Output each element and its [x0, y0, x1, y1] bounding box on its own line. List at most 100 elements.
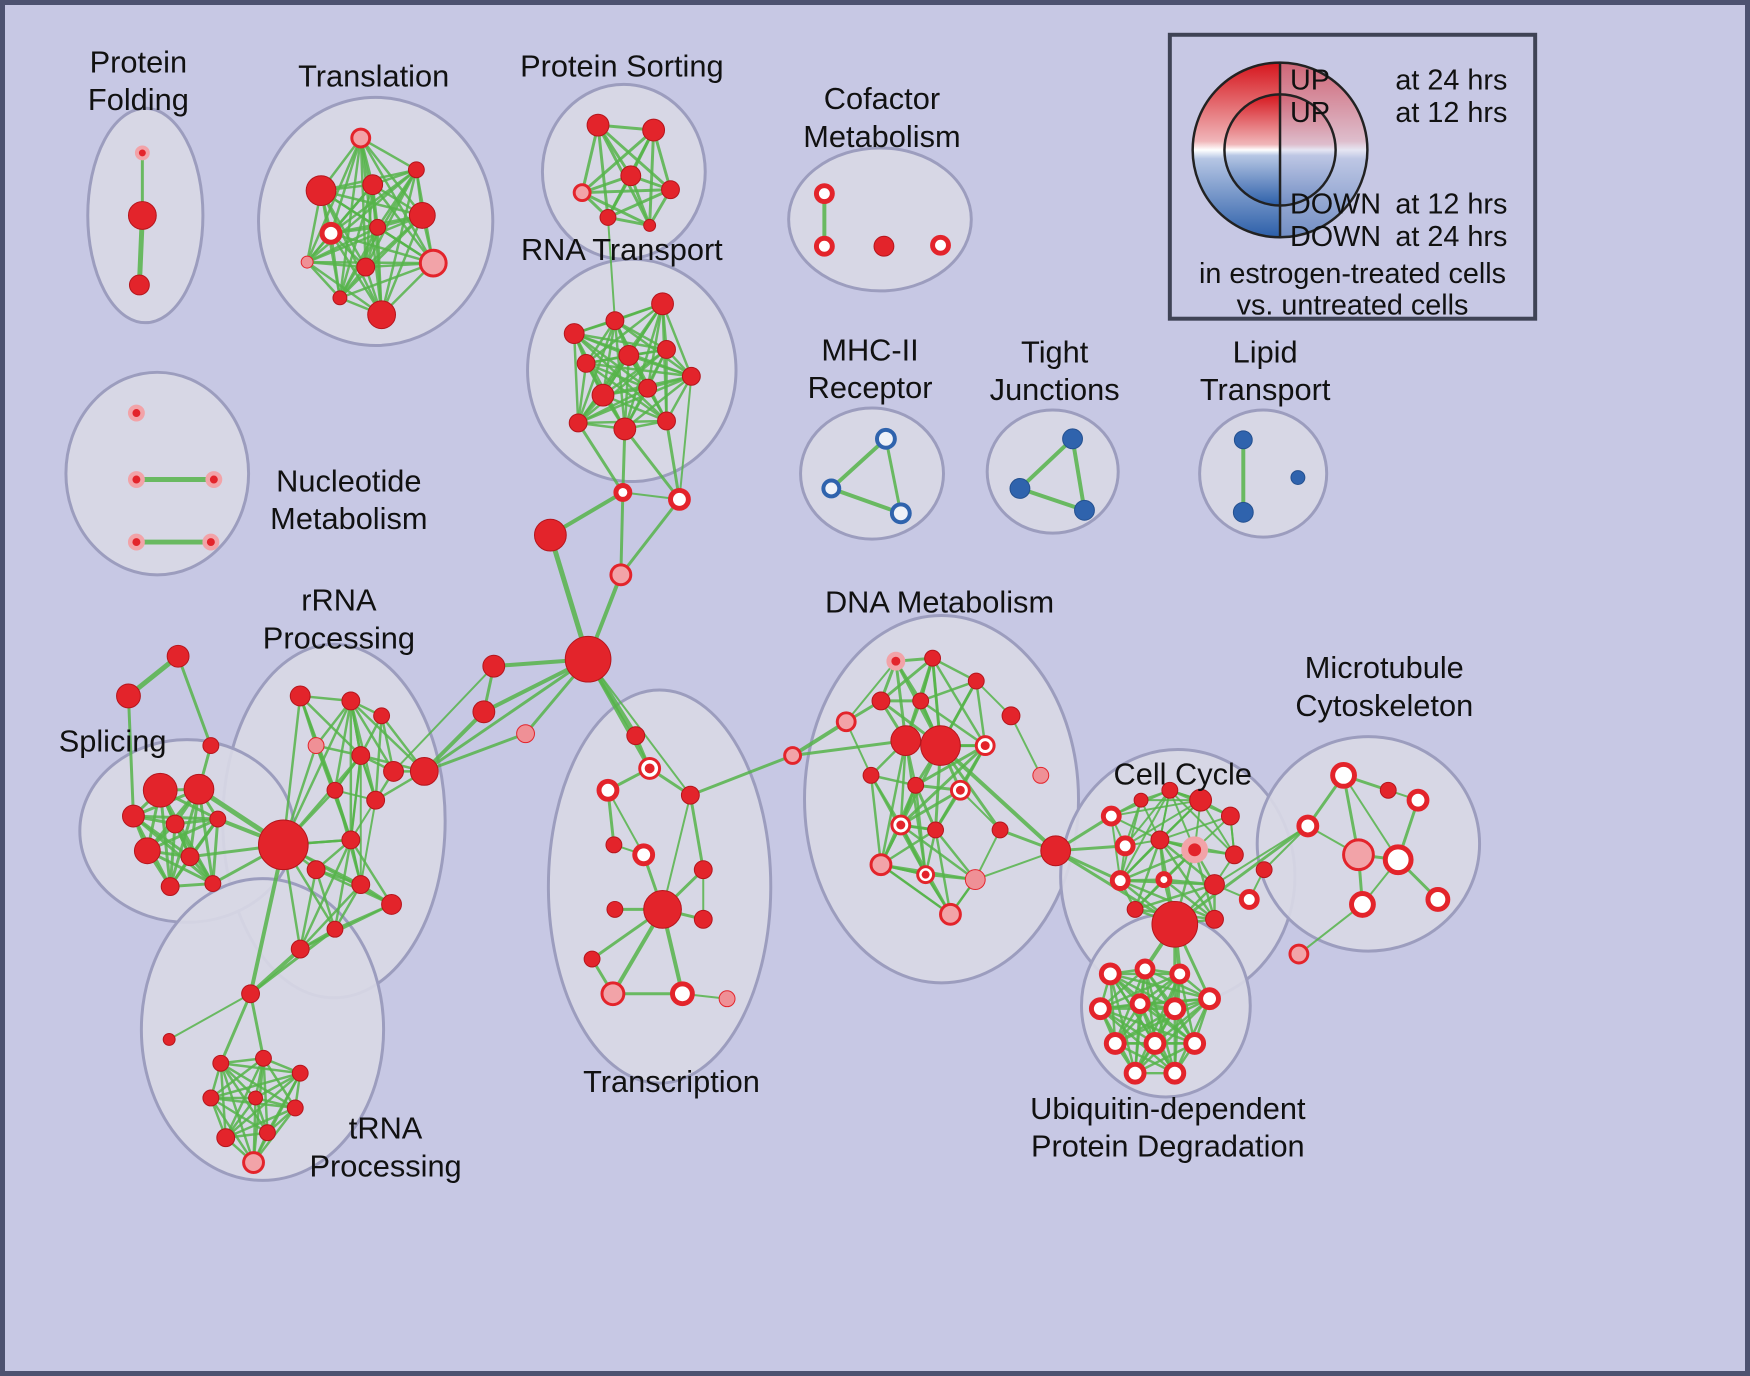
node-sp5	[183, 773, 215, 805]
node-rr11	[351, 875, 371, 894]
node-nm1-core	[132, 409, 141, 417]
edge-ub7-ub8	[1114, 997, 1211, 1045]
edge-ps3-ps5	[580, 188, 672, 195]
node-lp2	[1232, 501, 1254, 523]
node-rr1	[289, 685, 311, 707]
node-sp10	[180, 847, 200, 867]
node-tn11	[242, 1151, 265, 1174]
cluster-trna-processing	[139, 877, 386, 1182]
node-dm7	[1001, 706, 1021, 726]
node-rr10	[306, 860, 326, 880]
node-mc4	[1296, 814, 1320, 838]
node-dm21	[939, 902, 962, 926]
node-lp1	[1233, 430, 1253, 450]
node-tc6	[632, 843, 656, 867]
node-ub6	[1163, 997, 1187, 1021]
node-rt5	[618, 345, 640, 366]
edge-ps2-ps3	[580, 128, 656, 195]
edge-tr1-tr4	[359, 136, 418, 172]
edge-tc4-bg1	[688, 754, 795, 797]
edge-cc8-cc10	[1118, 848, 1196, 882]
edge-cchub-mc4	[1173, 824, 1310, 926]
edge-tr5-tr10	[329, 232, 435, 265]
node-ub8	[1103, 1031, 1127, 1055]
node-rr13	[326, 920, 344, 938]
edge-tr6-tr11	[376, 226, 383, 316]
edge-tr7-tr8	[305, 214, 424, 264]
node-tc14	[718, 990, 736, 1008]
node-rt12	[657, 411, 676, 431]
edge-cc11-cc14	[1162, 878, 1216, 921]
edge-rt1-rt10	[572, 332, 580, 425]
node-ch2	[668, 487, 691, 511]
cluster-label-rna-transport: RNA Transport	[521, 232, 723, 267]
edge-dm16-dm20	[934, 828, 977, 881]
node-cc7	[1150, 830, 1170, 850]
edge-tr8-tr11	[305, 260, 383, 316]
edge-tr8-tr12	[305, 260, 342, 300]
edge-rt4-rt10	[576, 362, 588, 425]
node-cc5	[1220, 806, 1240, 826]
node-ub7	[1198, 987, 1221, 1011]
edge-rt11-ch2	[623, 427, 681, 501]
edge-rr9-rr13	[333, 838, 353, 931]
edge-tc4-tc9	[661, 794, 692, 911]
edge-rr2-rr14	[349, 699, 426, 773]
legend-caption-line-1: vs. untreated cells	[1237, 290, 1469, 322]
node-dm5	[871, 691, 891, 711]
edge-rt12-ch2	[665, 419, 681, 501]
node-lp3	[1290, 470, 1306, 485]
node-rr3	[373, 707, 391, 725]
node-mc3	[1406, 788, 1430, 812]
node-rt1	[563, 323, 585, 345]
node-tr10	[418, 248, 448, 278]
node-rr5	[351, 746, 371, 765]
node-cc16	[1255, 861, 1273, 879]
node-tj3	[1074, 499, 1095, 521]
edge-ub1-ub7	[1109, 972, 1211, 1000]
node-sp4	[142, 772, 178, 808]
node-cc14	[1205, 909, 1224, 929]
edge-ch2-ch4	[619, 497, 681, 577]
node-rr7	[326, 781, 344, 799]
node-tn5	[291, 1064, 309, 1082]
cluster-label-splicing: Splicing	[59, 724, 167, 759]
edge-mc8-mc9	[1297, 903, 1364, 956]
node-rt4	[576, 353, 596, 373]
edge-rr2-rr4	[314, 699, 353, 747]
edge-dm4-dm10	[975, 679, 987, 747]
node-dm11	[1032, 766, 1050, 784]
edge-hub-rr14	[422, 657, 590, 773]
edge-cc12-cc13	[1133, 883, 1216, 911]
node-dm10-core	[980, 741, 990, 751]
node-cc12	[1204, 874, 1225, 895]
cluster-transcription	[546, 688, 773, 1085]
node-cc11	[1155, 871, 1173, 889]
cluster-label-cell-cycle: Cell Cycle	[1114, 756, 1252, 791]
legend-direction-label-1: UP	[1290, 97, 1330, 129]
cluster-label-protein-sorting: Protein Sorting	[520, 48, 724, 83]
node-ch3	[533, 518, 567, 552]
node-tn7	[248, 1090, 263, 1106]
edge-ub5-ub11	[1133, 1002, 1142, 1075]
node-sp3	[202, 737, 220, 755]
edge-mh1-mh3	[884, 437, 903, 515]
edge-sp8-sp12	[211, 817, 220, 886]
node-tn3	[212, 1054, 230, 1072]
edge-dm2-dm1	[845, 660, 897, 723]
edge-mh1-mh2	[829, 436, 888, 491]
edge-rrhub-tn1	[248, 842, 286, 996]
node-tr4	[407, 161, 425, 179]
node-rr4	[307, 737, 325, 755]
edge-sp2-sp6	[126, 694, 135, 818]
node-ub3	[1169, 963, 1191, 985]
node-rt3	[651, 292, 674, 316]
node-rt8	[638, 378, 658, 398]
node-tn10	[259, 1124, 276, 1142]
node-cc1	[1100, 805, 1122, 827]
edge-rt3-rt4	[584, 302, 664, 365]
node-tn6	[202, 1089, 220, 1107]
